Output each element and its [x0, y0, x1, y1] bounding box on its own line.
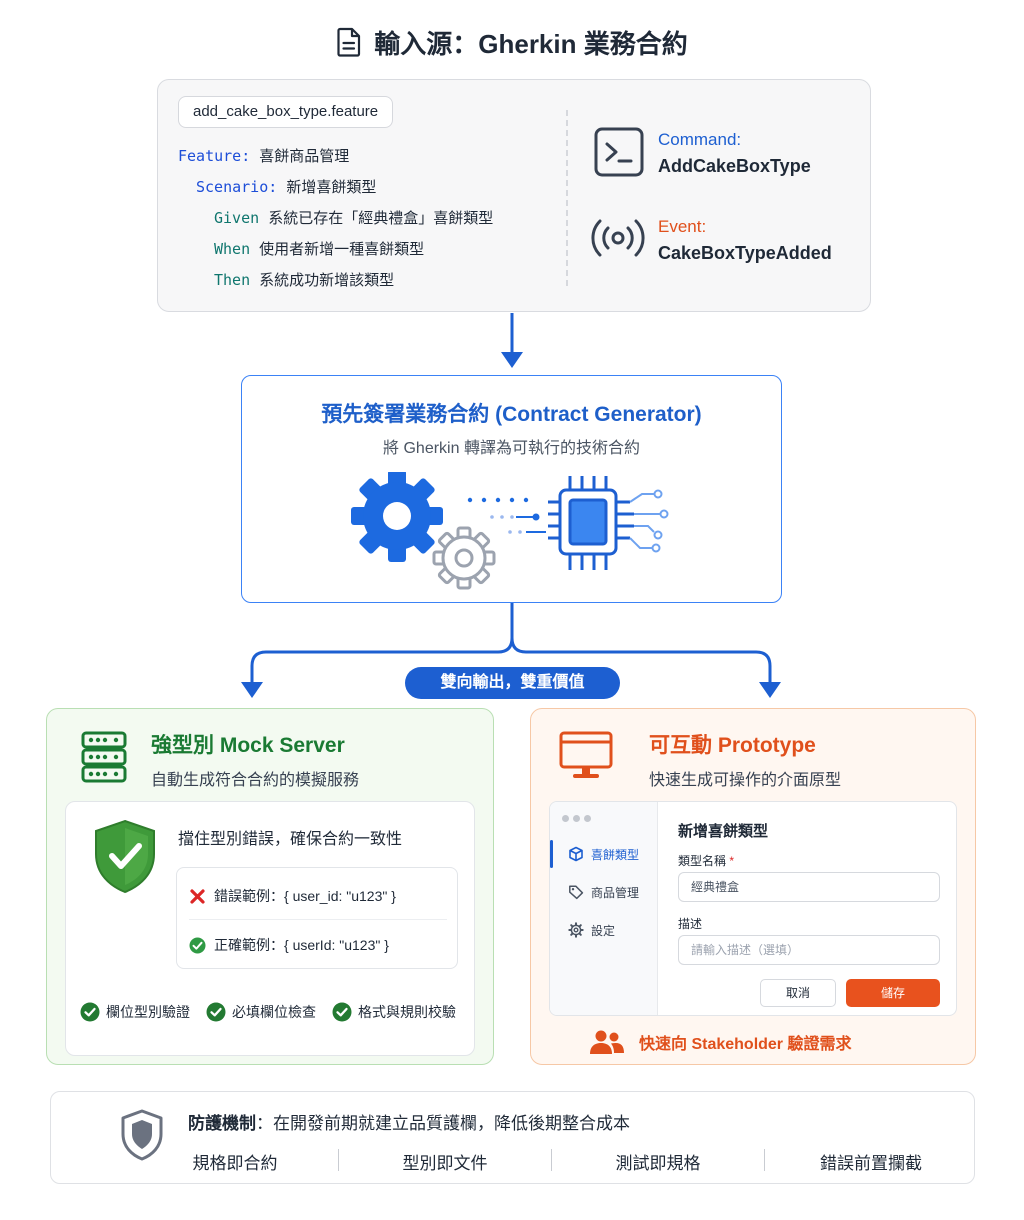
cross-icon: [190, 888, 205, 904]
form-title: 新增喜餅類型: [678, 823, 769, 840]
protection-separator: [764, 1149, 765, 1171]
gherkin-keyword: When: [214, 240, 251, 258]
generator-subtitle: 將 Gherkin 轉譯為可執行的技術合約: [383, 440, 640, 457]
gear-icon: [568, 922, 584, 938]
protection-item: 規格即合約: [192, 1154, 278, 1173]
check-circle-icon: [189, 937, 206, 953]
mock-server-subtitle: 自動生成符合合約的模擬服務: [151, 772, 360, 789]
gear-to-chip-illustration: [351, 472, 669, 590]
server-icon: [81, 731, 127, 783]
protection-separator: [551, 1149, 552, 1171]
gherkin-given-line: Given 系統已存在「經典禮盒」喜餅類型: [214, 207, 493, 228]
mock-server-card: 強型別 Mock Server 自動生成符合合約的模擬服務 擋住型別錯誤，確保合…: [46, 708, 494, 1065]
nav-item-settings[interactable]: 設定: [550, 914, 658, 946]
gherkin-keyword: Then: [214, 271, 251, 289]
chip-icon: [548, 476, 634, 570]
gherkin-keyword: Scenario:: [196, 178, 278, 196]
window-dot: [584, 815, 591, 822]
protection-card: 防護機制：在開發前期就建立品質護欄，降低後期整合成本 規格即合約 型別即文件 測…: [50, 1091, 975, 1184]
document-icon: [337, 27, 361, 57]
shield-icon: [121, 1109, 163, 1161]
circuit-traces: [629, 489, 669, 553]
input-card: add_cake_box_type.feature Feature: 喜餅商品管…: [157, 79, 871, 312]
broadcast-icon: [591, 219, 645, 257]
wrong-example-text: 錯誤範例：{ user_id: "u123" }: [214, 888, 396, 904]
event-value: CakeBoxTypeAdded: [658, 243, 832, 263]
right-example-text: 正確範例：{ userId: "u123" }: [214, 937, 389, 953]
gherkin-then-line: Then 系統成功新增該類型: [214, 269, 394, 290]
check-circle-icon: [206, 1002, 226, 1022]
page-title-row: 輸入源：Gherkin 業務合約: [0, 22, 1024, 62]
box-icon: [569, 846, 583, 862]
check-circle-icon: [80, 1002, 100, 1022]
protection-label: 防護機制: [188, 1114, 256, 1133]
check-circle-icon: [332, 1002, 352, 1022]
prototype-title: 可互動 Prototype: [649, 734, 816, 757]
gherkin-keyword: Given: [214, 209, 260, 227]
save-button[interactable]: 儲存: [846, 979, 940, 1007]
window-dot: [562, 815, 569, 822]
description-label: 描述: [678, 917, 703, 931]
gherkin-scenario-line: Scenario: 新增喜餅類型: [196, 176, 376, 197]
preview-sidebar: 喜餅類型 商品管理: [550, 802, 658, 1015]
dual-output-pill: 雙向輸出，雙重價值: [405, 667, 620, 699]
tag-icon: [569, 885, 584, 900]
type-name-input[interactable]: 經典禮盒: [678, 872, 940, 902]
small-gear-icon: [432, 526, 496, 590]
check-item: 欄位型別驗證: [80, 1002, 190, 1022]
gear-icon: [351, 472, 443, 562]
generator-title: 預先簽署業務合約 (Contract Generator): [321, 403, 702, 426]
terminal-icon: [594, 127, 644, 177]
gherkin-when-line: When 使用者新增一種喜餅類型: [214, 238, 424, 259]
check-item: 必填欄位檢查: [206, 1002, 316, 1022]
gherkin-text: 新增喜餅類型: [286, 179, 377, 196]
prototype-preview-window: 喜餅類型 商品管理: [549, 801, 957, 1016]
check-item: 格式與規則校驗: [332, 1002, 456, 1022]
gherkin-text: 喜餅商品管理: [259, 148, 350, 165]
mock-server-detail-panel: 擋住型別錯誤，確保合約一致性 錯誤範例：{ user_id: "u123" } …: [65, 801, 475, 1056]
cancel-button[interactable]: 取消: [760, 979, 836, 1007]
wrong-example-row: 錯誤範例：{ user_id: "u123" }: [189, 886, 396, 906]
prototype-card: 可互動 Prototype 快速生成可操作的介面原型 喜餅類型 商品管理: [530, 708, 976, 1065]
shield-check-icon: [95, 819, 155, 894]
gherkin-text: 使用者新增一種喜餅類型: [259, 241, 425, 258]
data-flow-dots: [467, 497, 546, 534]
gherkin-feature-line: Feature: 喜餅商品管理: [178, 145, 349, 166]
prototype-footer-text: 快速向 Stakeholder 驗證需求: [639, 1036, 852, 1053]
prototype-footer: 快速向 Stakeholder 驗證需求: [589, 1029, 851, 1055]
monitor-icon: [559, 731, 613, 778]
gherkin-text: 系統成功新增該類型: [259, 272, 395, 289]
event-label: Event:: [658, 217, 707, 236]
users-icon: [590, 1030, 624, 1054]
protection-item: 測試即規格: [615, 1154, 701, 1173]
window-dot: [573, 815, 580, 822]
nav-item-cake-types[interactable]: 喜餅類型: [550, 838, 658, 870]
nav-active-indicator: [550, 840, 553, 868]
command-value: AddCakeBoxType: [658, 156, 811, 176]
nav-item-products[interactable]: 商品管理: [550, 876, 658, 908]
feature-filename: add_cake_box_type.feature: [178, 96, 394, 128]
prototype-subtitle: 快速生成可操作的介面原型: [649, 772, 842, 789]
gherkin-keyword: Feature:: [178, 147, 251, 165]
mock-server-inner-title: 擋住型別錯誤，確保合約一致性: [178, 831, 403, 848]
protection-text: ：在開發前期就建立品質護欄，降低後期整合成本: [256, 1114, 630, 1133]
right-example-row: 正確範例：{ userId: "u123" }: [189, 935, 389, 955]
type-name-label: 類型名稱 *: [678, 854, 735, 868]
page-title: 輸入源：Gherkin 業務合約: [374, 28, 688, 59]
examples-separator: [189, 919, 447, 920]
protection-item: 型別即文件: [402, 1154, 488, 1173]
examples-box: 錯誤範例：{ user_id: "u123" } 正確範例：{ userId: …: [176, 867, 458, 969]
contract-generator-card: 預先簽署業務合約 (Contract Generator) 將 Gherkin …: [241, 375, 782, 603]
description-input[interactable]: 請輸入描述（選填）: [678, 935, 940, 965]
required-mark: *: [729, 854, 735, 868]
command-label: Command:: [658, 130, 742, 149]
protection-headline: 防護機制：在開發前期就建立品質護欄，降低後期整合成本: [188, 1109, 630, 1134]
gherkin-text: 系統已存在「經典禮盒」喜餅類型: [268, 210, 494, 227]
protection-separator: [338, 1149, 339, 1171]
mock-server-title: 強型別 Mock Server: [151, 734, 345, 757]
card-divider: [566, 110, 568, 286]
protection-item: 錯誤前置攔截: [820, 1154, 922, 1173]
